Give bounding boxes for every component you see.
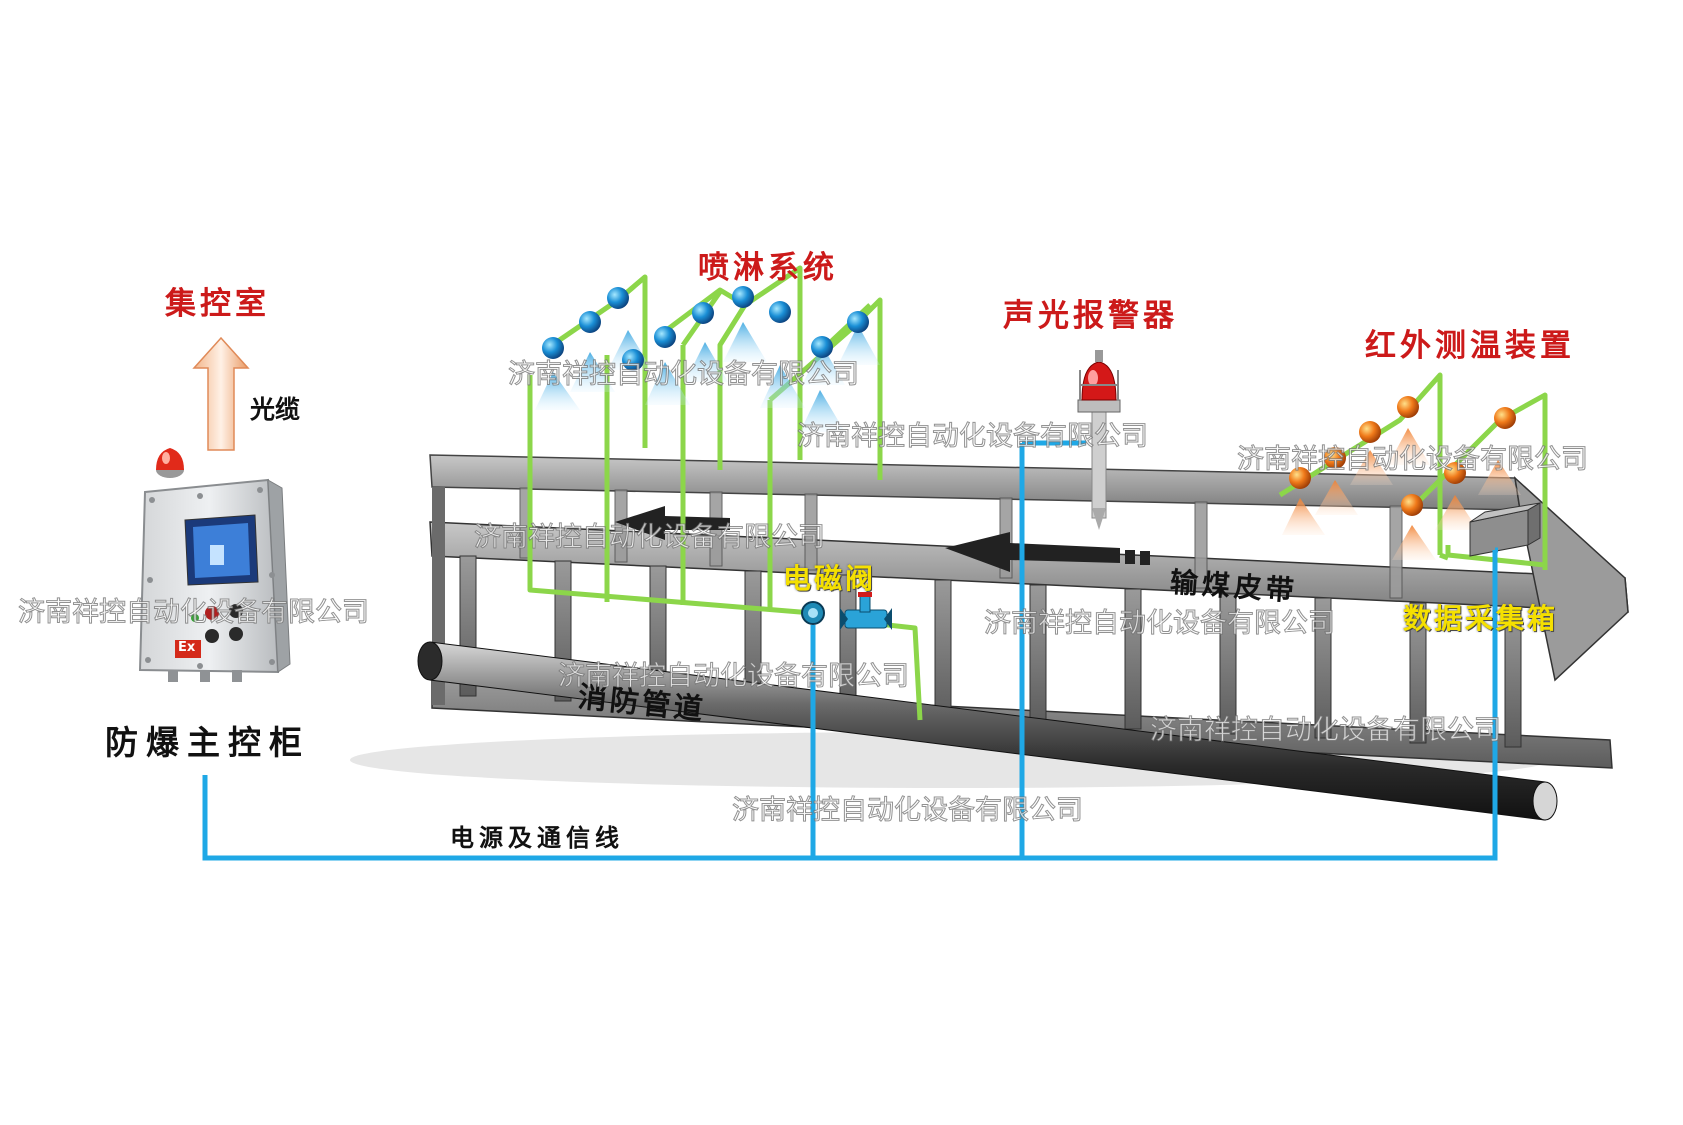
fiber-arrow (192, 336, 250, 451)
power-comm-lines (202, 440, 1498, 861)
label-fiber-cable: 光缆 (250, 395, 301, 424)
data-acquisition-box (1469, 502, 1541, 557)
watermark: 济南祥控自动化设备有限公司 (558, 661, 910, 693)
watermark: 济南祥控自动化设备有限公司 (984, 608, 1336, 640)
watermark: 济南祥控自动化设备有限公司 (797, 421, 1149, 453)
label-control-room: 集控室 (165, 286, 270, 322)
sprinkler-heads (535, 286, 880, 432)
fire-pipe (417, 641, 1558, 821)
label-alarm: 声光报警器 (1003, 298, 1178, 334)
ex-badge: Ex (178, 640, 196, 655)
belt-direction-arrow (945, 532, 1120, 572)
label-ir-temp: 红外测温装置 (1365, 328, 1575, 364)
alarm-device (1077, 350, 1121, 530)
label-sprinkler-system: 喷淋系统 (698, 250, 838, 286)
watermark: 济南祥控自动化设备有限公司 (18, 597, 370, 629)
solenoid-valve (801, 592, 892, 630)
watermark: 济南祥控自动化设备有限公司 (1150, 715, 1502, 747)
watermark: 济南祥控自动化设备有限公司 (508, 359, 860, 391)
watermark: 济南祥控自动化设备有限公司 (474, 522, 826, 554)
watermark: 济南祥控自动化设备有限公司 (732, 795, 1084, 827)
ir-sensors (1282, 396, 1521, 560)
explosion-proof-cabinet (138, 448, 291, 682)
label-power-comm-line: 电源及通信线 (450, 823, 624, 852)
label-main-cabinet: 防爆主控柜 (105, 723, 310, 762)
label-data-box: 数据采集箱 (1403, 602, 1559, 635)
label-solenoid-valve: 电磁阀 (783, 562, 877, 595)
belt-arrow-left (615, 506, 730, 540)
watermark: 济南祥控自动化设备有限公司 (1237, 444, 1589, 476)
